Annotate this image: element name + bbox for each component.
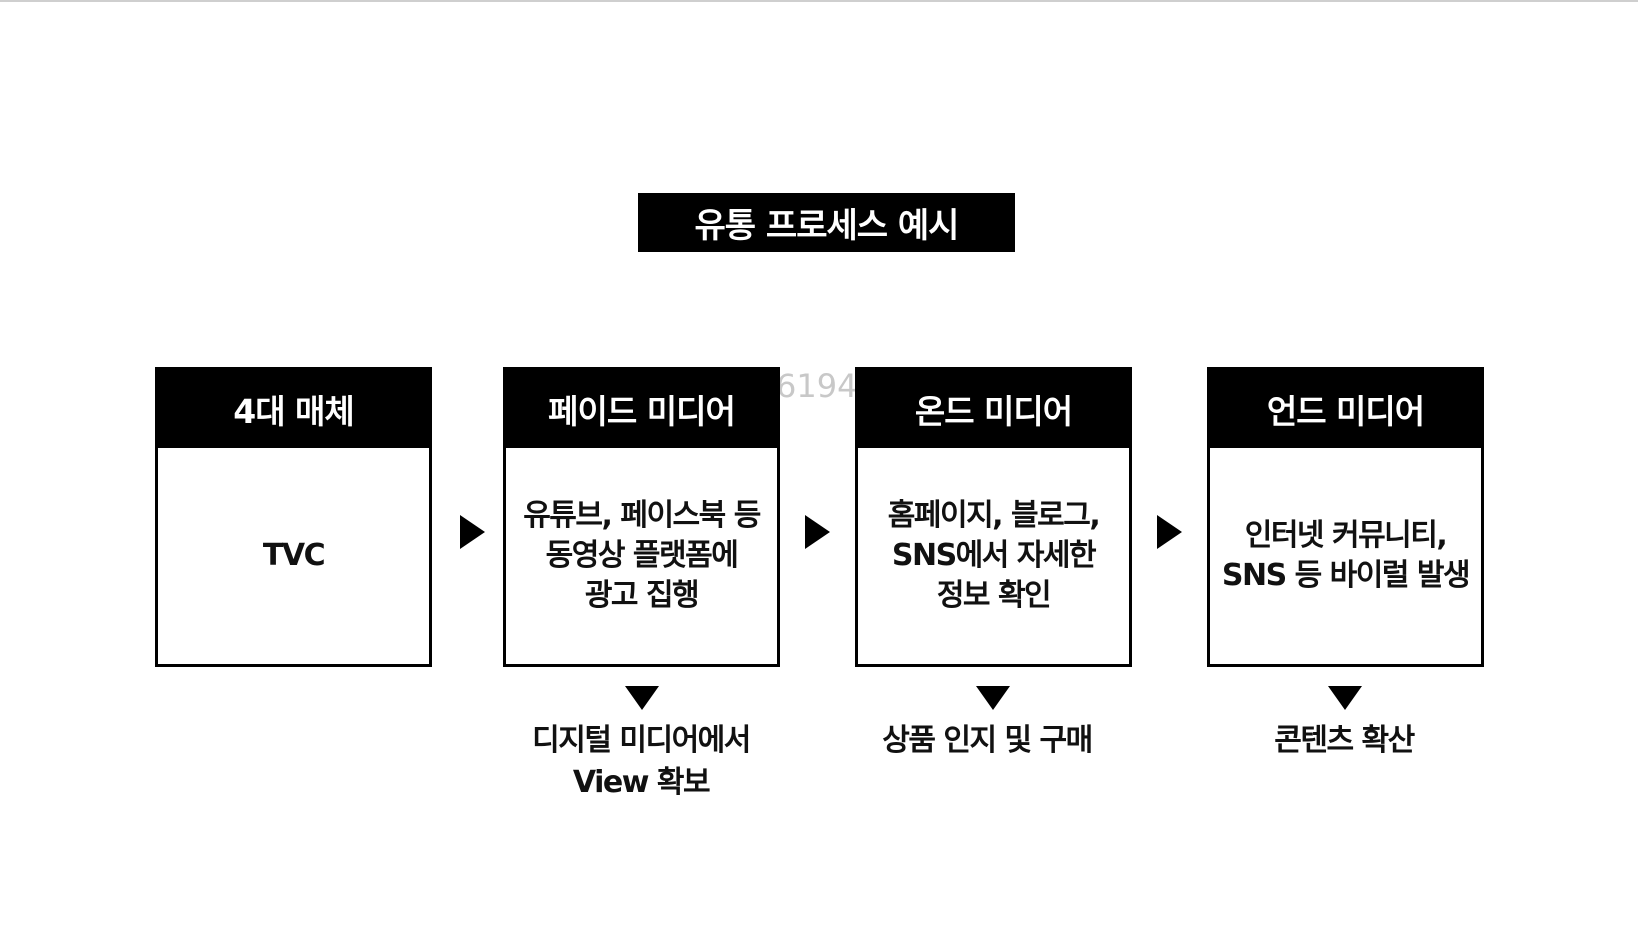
outcome-paid-media: 디지털 미디어에서 View 확보 [532,723,751,800]
watermark-text: 6194 [776,367,858,405]
stage-header: 언드 미디어 [1210,370,1481,448]
stage-body: 인터넷 커뮤니티, SNS 등 바이럴 발생 [1221,518,1471,593]
stage-card-earned-media: 언드 미디어 인터넷 커뮤니티, SNS 등 바이럴 발생 [1207,367,1484,667]
triangle-right-icon [460,515,485,549]
stage-body: TVC [262,538,326,573]
stage-card-paid-media: 페이드 미디어 유튜브, 페이스북 등 동영상 플랫폼에 광고 집행 [503,367,780,667]
page-title: 유통 프로세스 예시 [638,193,1015,252]
top-divider [0,0,1638,2]
triangle-down-icon [1328,686,1362,710]
outcome-earned-media: 콘텐츠 확산 [1274,723,1415,758]
outcome-owned-media: 상품 인지 및 구매 [882,723,1093,758]
triangle-down-icon [625,686,659,710]
stage-body: 유튜브, 페이스북 등 동영상 플랫폼에 광고 집행 [523,498,761,613]
stage-card-mass-media: 4대 매체 TVC [155,367,432,667]
triangle-down-icon [976,686,1010,710]
stage-header: 온드 미디어 [858,370,1129,448]
triangle-right-icon [805,515,830,549]
stage-header: 4대 매체 [158,370,429,448]
stage-header: 페이드 미디어 [506,370,777,448]
triangle-right-icon [1157,515,1182,549]
stage-body: 홈페이지, 블로그, SNS에서 자세한 정보 확인 [887,498,1101,613]
stage-card-owned-media: 온드 미디어 홈페이지, 블로그, SNS에서 자세한 정보 확인 [855,367,1132,667]
